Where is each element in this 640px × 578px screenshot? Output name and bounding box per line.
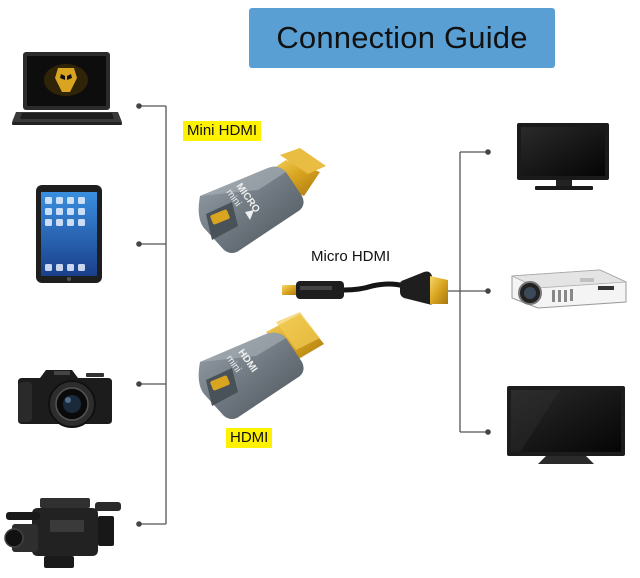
tv-icon [507, 386, 625, 464]
source-bracket [139, 105, 167, 525]
monitor-icon [517, 123, 609, 190]
micro-hdmi-cable [282, 271, 448, 305]
display-bracket [448, 151, 488, 433]
projector-icon [511, 269, 627, 309]
mini-hdmi-adapter: MICRO mini [198, 148, 326, 253]
page-title: Connection Guide [276, 20, 528, 55]
tablet-icon [36, 185, 102, 283]
hdmi-label: HDMI [226, 428, 273, 448]
mini-hdmi-label: Mini HDMI [183, 121, 261, 141]
camcorder-icon [4, 498, 121, 568]
hdmi-adapter: HDMI mini [198, 312, 324, 419]
title-banner: Connection Guide [249, 8, 555, 68]
laptop-icon [12, 52, 122, 125]
camera-icon [18, 370, 112, 428]
micro-hdmi-label: Micro HDMI [311, 248, 391, 265]
